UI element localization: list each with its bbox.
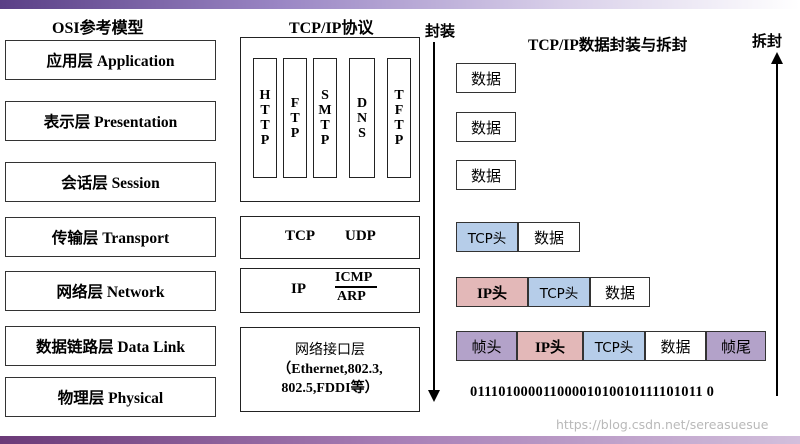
data-cell: 数据 bbox=[456, 160, 516, 190]
osi-layer-physical: 物理层 Physical bbox=[5, 377, 216, 417]
top-decor-bar bbox=[0, 0, 800, 9]
transport-udp: UDP bbox=[345, 228, 376, 244]
osi-layer-session: 会话层 Session bbox=[5, 162, 216, 202]
network-ip: IP bbox=[291, 281, 306, 297]
tcpip-transport-layer: TCP UDP bbox=[240, 216, 420, 259]
network-icmp: ICMP bbox=[335, 270, 373, 285]
frame-trailer-cell: 帧尾 bbox=[706, 331, 766, 361]
osi-layer-data-link: 数据链路层 Data Link bbox=[5, 326, 216, 366]
tcp-header-cell: TCP头 bbox=[528, 277, 590, 307]
data-cell: 数据 bbox=[645, 331, 706, 361]
icmp-arp-divider bbox=[335, 286, 377, 288]
tcpip-network-interface-layer: 网络接口层 （Ethernet,802.3, 802.5,FDDI等） bbox=[240, 327, 420, 412]
data-cell: 数据 bbox=[456, 63, 516, 93]
ip-header-cell: IP头 bbox=[456, 277, 528, 307]
packet-application: 数据 bbox=[456, 63, 786, 93]
packet-presentation: 数据 bbox=[456, 112, 786, 142]
encap-title: TCP/IP数据封装与拆封 bbox=[528, 37, 688, 54]
osi-title: OSI参考模型 bbox=[52, 20, 144, 37]
data-cell: 数据 bbox=[456, 112, 516, 142]
transport-tcp: TCP bbox=[285, 228, 315, 244]
encap-arrow-line bbox=[433, 42, 435, 392]
tcpip-network-layer: IP ICMP ARP bbox=[240, 268, 420, 313]
link-layer-standards-1: （Ethernet,802.3, bbox=[277, 362, 383, 377]
encap-arrow-head bbox=[428, 390, 440, 402]
protocol-tftp: T F T P bbox=[387, 58, 411, 178]
protocol-http: H T T P bbox=[253, 58, 277, 178]
link-layer-standards-2: 802.5,FDDI等） bbox=[281, 381, 379, 396]
encap-label: 封装 bbox=[425, 24, 456, 40]
tcpip-title: TCP/IP协议 bbox=[289, 20, 374, 37]
packet-session: 数据 bbox=[456, 160, 786, 190]
watermark: https://blog.csdn.net/sereasuesue bbox=[556, 417, 769, 432]
osi-layer-network: 网络层 Network bbox=[5, 271, 216, 311]
data-cell: 数据 bbox=[518, 222, 580, 252]
decap-arrow-head bbox=[771, 52, 783, 64]
decap-label: 拆封 bbox=[752, 34, 783, 50]
tcpip-application-layer: H T T P F T P S M T P D N S T F T P bbox=[240, 37, 420, 202]
network-arp: ARP bbox=[337, 289, 366, 304]
protocol-dns: D N S bbox=[349, 58, 375, 178]
osi-layer-transport: 传输层 Transport bbox=[5, 217, 216, 257]
osi-layer-application: 应用层 Application bbox=[5, 40, 216, 80]
bitstream: 01110100001100001010010111101011 0 bbox=[470, 384, 715, 400]
packet-network: IP头 TCP头 数据 bbox=[456, 277, 786, 307]
bottom-decor-bar bbox=[0, 436, 800, 444]
osi-layer-presentation: 表示层 Presentation bbox=[5, 101, 216, 141]
tcp-header-cell: TCP头 bbox=[456, 222, 518, 252]
tcp-header-cell: TCP头 bbox=[583, 331, 645, 361]
data-cell: 数据 bbox=[590, 277, 650, 307]
protocol-ftp: F T P bbox=[283, 58, 307, 178]
decap-arrow-line bbox=[776, 64, 778, 396]
ip-header-cell: IP头 bbox=[517, 331, 583, 361]
packet-transport: TCP头 数据 bbox=[456, 222, 786, 252]
protocol-smtp: S M T P bbox=[313, 58, 337, 178]
link-layer-name: 网络接口层 bbox=[295, 343, 365, 358]
packet-data-link: 帧头 IP头 TCP头 数据 帧尾 bbox=[456, 331, 786, 361]
frame-header-cell: 帧头 bbox=[456, 331, 517, 361]
